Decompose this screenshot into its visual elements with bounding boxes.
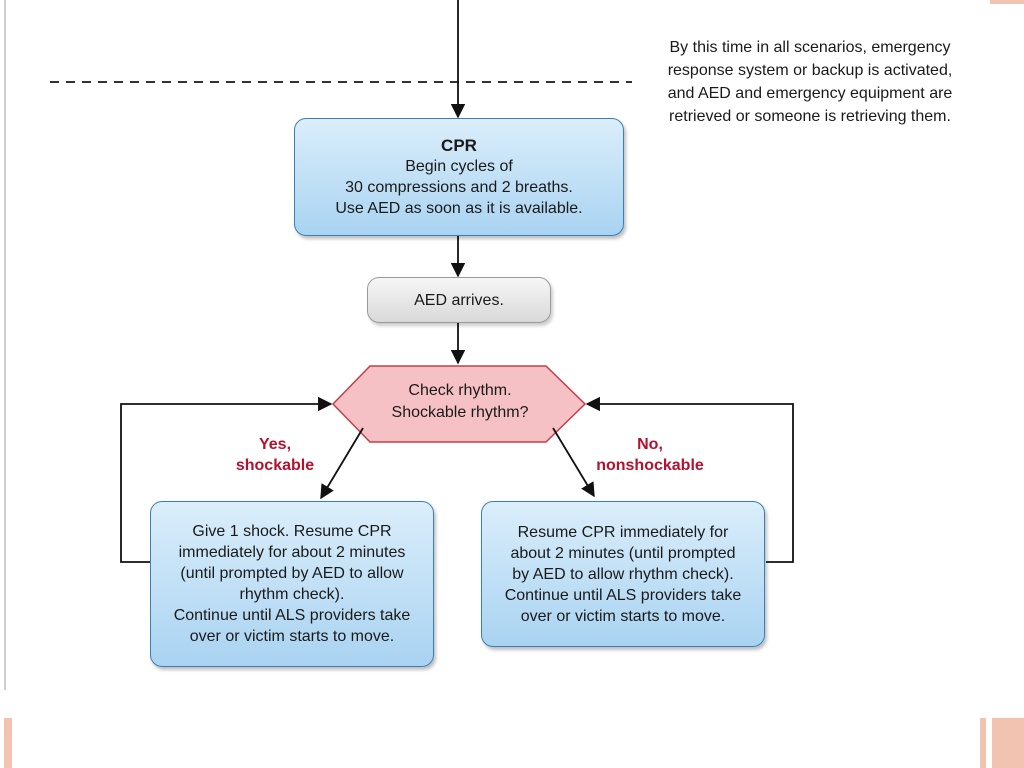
note-line: By this time in all scenarios, emergency (669, 39, 951, 56)
shock-line: Continue until ALS providers take (173, 607, 411, 624)
bottom-right-accent-1 (980, 718, 986, 768)
shock-line: immediately for about 2 minutes (178, 544, 406, 561)
left-edge-line (4, 0, 6, 690)
cpr-line: 30 compressions and 2 breaths. (345, 179, 573, 196)
yes-shockable-label: Yes, shockable (215, 434, 335, 476)
loop-back-left (120, 396, 333, 563)
decision-shape (331, 365, 587, 443)
cpr-box: CPR Begin cycles of 30 compressions and … (294, 118, 624, 236)
noshock-line: Resume CPR immediately for (517, 523, 729, 541)
noshock-line: about 2 minutes (until prompted (510, 544, 736, 562)
bottom-right-accent-2 (992, 718, 1024, 768)
shock-line: Give 1 shock. Resume CPR (192, 523, 392, 540)
bottom-left-accent (4, 718, 12, 768)
aed-arrives-label: AED arrives. (414, 291, 504, 309)
loop-back-right (585, 396, 794, 563)
decision-text: Check rhythm. Shockable rhythm? (360, 380, 560, 424)
cpr-line: Begin cycles of (405, 158, 513, 175)
noshock-line: by AED to allow rhythm check). (512, 565, 734, 583)
shock-line: (until prompted by AED to allow (180, 565, 404, 582)
no-nonshockable-label: No, nonshockable (580, 434, 720, 476)
noshock-line: Continue until ALS providers take (504, 586, 742, 604)
arrow-decision-to-noshock (552, 427, 595, 498)
no-label-line: nonshockable (596, 457, 704, 474)
noshock-line: over or victim starts to move. (520, 607, 726, 625)
shock-line: rhythm check). (239, 586, 345, 603)
note-line: response system or backup is activated, (667, 62, 953, 79)
decision-line: Shockable rhythm? (391, 404, 529, 421)
yes-label-line: Yes, (258, 436, 292, 453)
aed-arrives-box: AED arrives. (367, 277, 551, 323)
top-right-accent (990, 0, 1024, 4)
arrow-decision-to-shock (320, 427, 364, 500)
note-line: and AED and emergency equipment are (667, 85, 953, 102)
shock-box: Give 1 shock. Resume CPR immediately for… (150, 501, 434, 667)
yes-label-line: shockable (235, 457, 315, 474)
shock-line: over or victim starts to move. (189, 628, 395, 645)
noshock-box: Resume CPR immediately for about 2 minut… (481, 501, 765, 647)
cpr-title: CPR (441, 136, 477, 155)
decision-line: Check rhythm. (408, 382, 512, 399)
cpr-line: Use AED as soon as it is available. (335, 200, 583, 217)
no-label-line: No, (637, 436, 663, 453)
activation-note: By this time in all scenarios, emergency… (640, 36, 980, 128)
note-line: retrieved or someone is retrieving them. (669, 108, 951, 125)
